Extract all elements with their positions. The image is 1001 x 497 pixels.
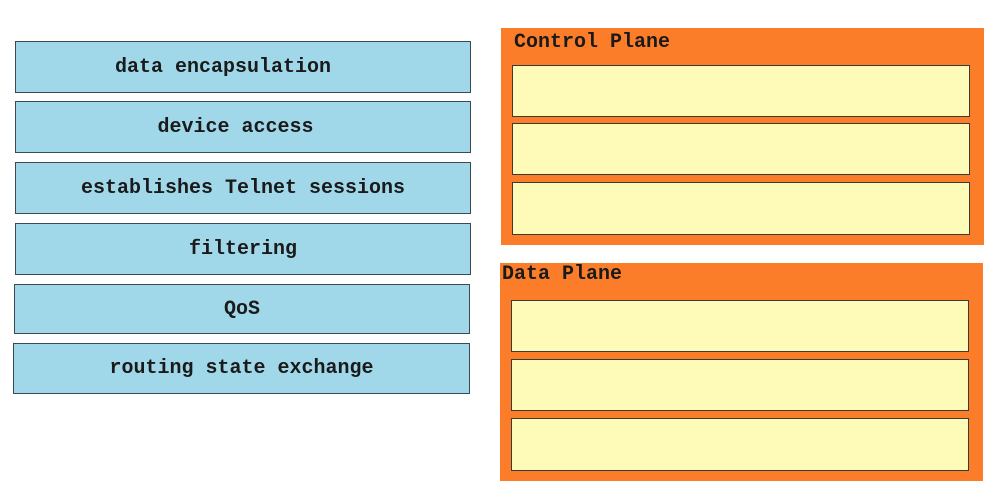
drag-item-qos[interactable]: QoS — [14, 284, 470, 334]
data-plane-title: Data Plane — [502, 263, 623, 286]
data-plane-drop-slot[interactable] — [511, 359, 969, 411]
control-plane-drop-slot[interactable] — [512, 182, 970, 235]
drag-item-filtering[interactable]: filtering — [15, 223, 471, 275]
data-plane-panel: Data Plane — [500, 263, 983, 481]
control-plane-drop-slot[interactable] — [512, 65, 970, 117]
drag-item-device-access[interactable]: device access — [15, 101, 471, 153]
control-plane-title: Control Plane — [514, 31, 671, 54]
drag-item-routing-state-exchange[interactable]: routing state exchange — [13, 343, 470, 394]
data-plane-drop-slot[interactable] — [511, 418, 969, 471]
control-plane-drop-slot[interactable] — [512, 123, 970, 175]
drag-item-data-encapsulation[interactable]: data encapsulation — [15, 41, 471, 93]
data-plane-drop-slot[interactable] — [511, 300, 969, 352]
control-plane-panel: Control Plane — [501, 28, 984, 245]
drag-item-establishes-telnet-sessions[interactable]: establishes Telnet sessions — [15, 162, 471, 214]
